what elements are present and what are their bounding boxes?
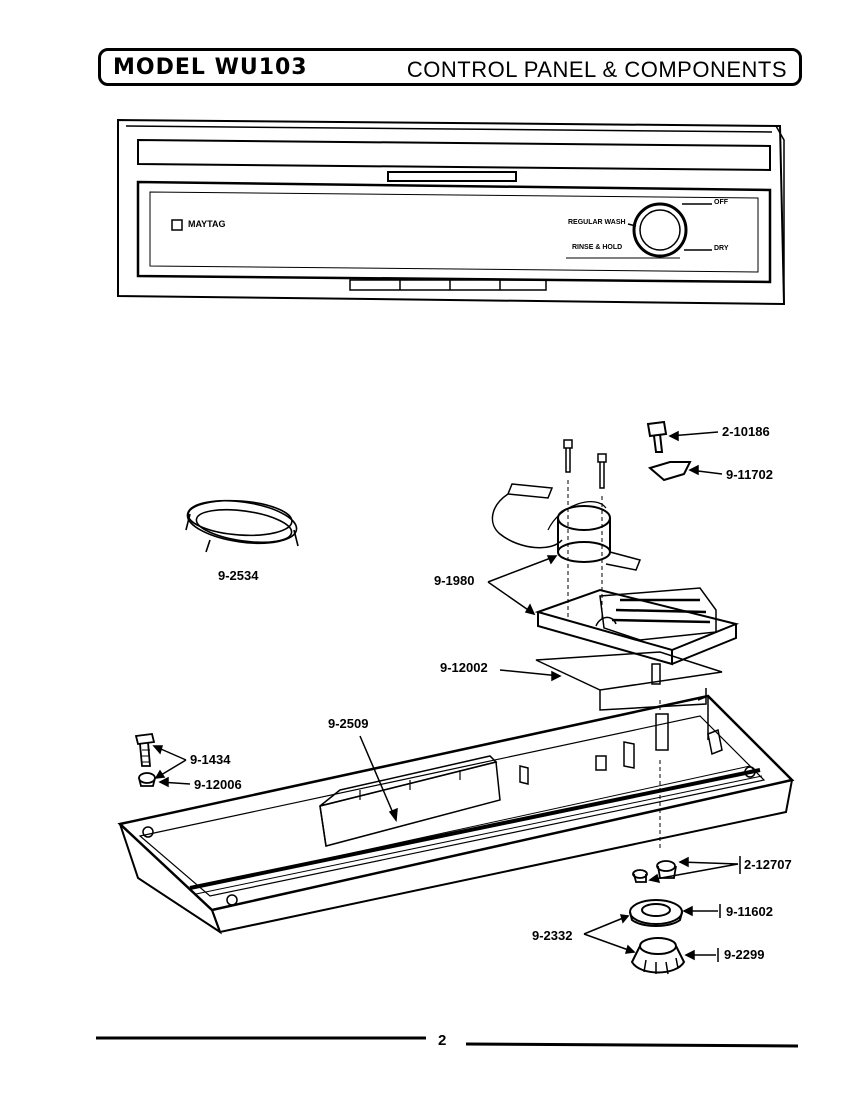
part-label-2-10186: 2-10186 (722, 424, 770, 439)
header-box: MODEL WU103 CONTROL PANEL & COMPONENTS (98, 48, 802, 86)
screw-2-10186 (646, 420, 668, 453)
dial-label-rinse-hold: RINSE & HOLD (572, 244, 623, 251)
part-label-9-1980: 9-1980 (434, 573, 475, 588)
part-label-9-2299: 9-2299 (724, 947, 765, 962)
console-tray (117, 694, 795, 935)
leader-lines (152, 430, 741, 962)
part-label-9-2509: 9-2509 (328, 716, 369, 731)
part-label-2-12707: 2-12707 (744, 857, 792, 872)
washer-9-12006 (138, 772, 156, 787)
part-label-9-11702: 9-11702 (726, 467, 773, 482)
part-label-9-12006: 9-12006 (194, 777, 242, 792)
model-title: MODEL WU103 (113, 55, 308, 80)
screws-2-12707 (632, 860, 677, 883)
knob-9-2299 (630, 937, 686, 975)
part-label-9-2332: 9-2332 (532, 928, 573, 943)
part-label-9-12002: 9-12002 (440, 660, 488, 675)
timer-screws (563, 439, 607, 620)
screw-9-1434 (134, 733, 156, 767)
timer-assembly (491, 483, 740, 666)
knob-base-9-11602 (629, 899, 683, 927)
part-label-9-2534: 9-2534 (218, 568, 259, 583)
control-panel-front-view (117, 118, 786, 306)
dial-label-regular-wash: REGULAR WASH (568, 219, 626, 226)
clip-9-11702 (647, 461, 692, 482)
part-label-9-11602: 9-11602 (726, 904, 773, 919)
panel-brand: MAYTAG (188, 219, 226, 229)
page-number: 2 (438, 1032, 447, 1049)
footer-rule-right (465, 1042, 799, 1048)
dial-label-off: OFF (714, 199, 728, 206)
part-label-9-1434: 9-1434 (190, 752, 231, 767)
dial-label-dry: DRY (714, 245, 729, 252)
wire-harness (185, 499, 299, 553)
spacer-9-12002 (535, 651, 723, 711)
section-title: CONTROL PANEL & COMPONENTS (406, 57, 787, 82)
